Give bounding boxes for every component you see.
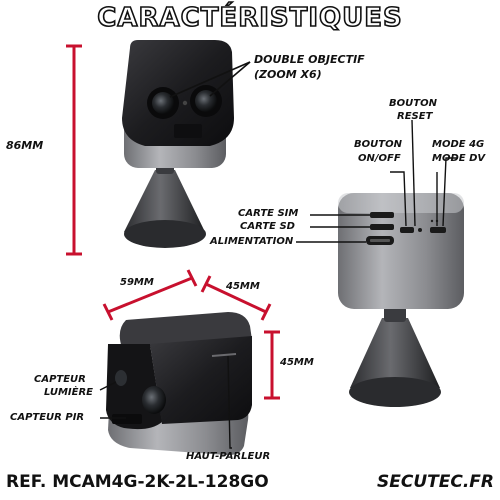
side-bottom-window	[112, 414, 142, 424]
label-alimentation: ALIMENTATION	[210, 236, 294, 247]
pointer-lines-back	[296, 119, 458, 243]
label-bouton-reset-2: RESET	[397, 111, 433, 122]
label-width-59mm: 59MM	[120, 277, 154, 288]
side-right-face	[150, 336, 252, 424]
label-capteur-lumiere-1: CAPTEUR	[34, 374, 86, 385]
label-bouton-onoff-1: BOUTON	[354, 139, 402, 150]
speaker-slot	[211, 353, 237, 357]
dimension-width	[102, 269, 198, 321]
pir-window	[174, 124, 202, 138]
label-mode-dv: MODE DV	[432, 153, 486, 164]
label-zoom: (ZOOM X6)	[254, 68, 322, 81]
status-led	[182, 100, 188, 106]
page-title: CARACTÉRISTIQUES	[96, 3, 403, 33]
stand-base	[124, 220, 206, 248]
sim-slot	[370, 212, 394, 218]
stand-neck-back	[384, 306, 406, 322]
light-sensor	[115, 370, 127, 386]
label-bouton-reset-1: BOUTON	[389, 98, 437, 109]
label-depth-45mm: 45MM	[226, 281, 260, 292]
reset-hole	[418, 228, 422, 232]
camera-front-view	[122, 40, 251, 248]
label-haut-parleur: HAUT-PARLEUR	[186, 451, 271, 462]
pointer-lines-side	[99, 355, 232, 449]
dimension-side-height	[264, 330, 280, 400]
usb-port-inner	[370, 239, 390, 242]
label-height-86mm: 86MM	[6, 139, 44, 152]
label-double-objectif: DOUBLE OBJECTIF	[254, 53, 365, 66]
camera-side-view	[99, 312, 252, 456]
label-bouton-onoff-2: ON/OFF	[358, 153, 401, 164]
label-carte-sd: CARTE SD	[240, 221, 295, 232]
onoff-switch	[400, 227, 414, 233]
mode-dot-1	[430, 219, 434, 223]
pointer-lens-right	[209, 61, 251, 97]
label-side-height-45mm: 45MM	[280, 357, 314, 368]
website-name: SECUTEC.FR	[377, 472, 494, 492]
body-back-top	[338, 193, 464, 213]
label-capteur-pir: CAPTEUR PIR	[10, 412, 85, 423]
product-reference: REF. MCAM4G-2K-2L-128GO	[6, 472, 269, 492]
pir-lens	[142, 386, 166, 414]
pointer-lens-left	[169, 61, 251, 98]
stand-base-back	[349, 377, 441, 407]
label-mode-4g: MODE 4G	[432, 139, 485, 150]
label-capteur-lumiere-2: LUMIÈRE	[44, 387, 93, 398]
label-carte-sim: CARTE SIM	[238, 208, 299, 219]
mode-switch	[430, 227, 446, 233]
lens-left-glass	[152, 92, 174, 114]
camera-back-view	[296, 119, 464, 407]
sd-slot	[370, 224, 394, 230]
dimension-height	[66, 44, 82, 256]
dimension-depth	[200, 275, 272, 321]
